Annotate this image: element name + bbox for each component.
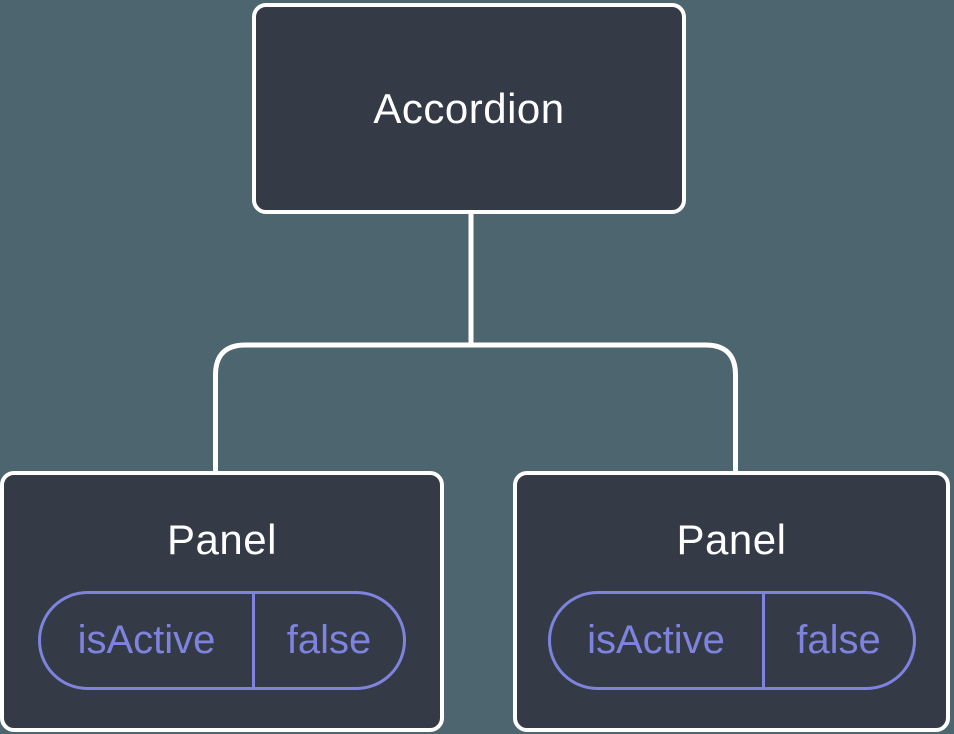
panel-node-label: Panel — [676, 516, 787, 563]
state-pill: isActive false — [38, 591, 406, 690]
connector-branch-line — [213, 342, 738, 472]
state-name: isActive — [551, 594, 765, 687]
root-node-label: Accordion — [373, 84, 565, 132]
state-name: isActive — [41, 594, 255, 687]
panel-node-2: Panel isActive false — [513, 471, 950, 732]
state-value: false — [286, 618, 372, 662]
state-pill: isActive false — [547, 591, 916, 690]
panel-node-label: Panel — [167, 516, 277, 563]
root-node-accordion: Accordion — [252, 3, 686, 214]
state-value: false — [796, 618, 881, 662]
panel-node-1: Panel isActive false — [0, 471, 444, 732]
